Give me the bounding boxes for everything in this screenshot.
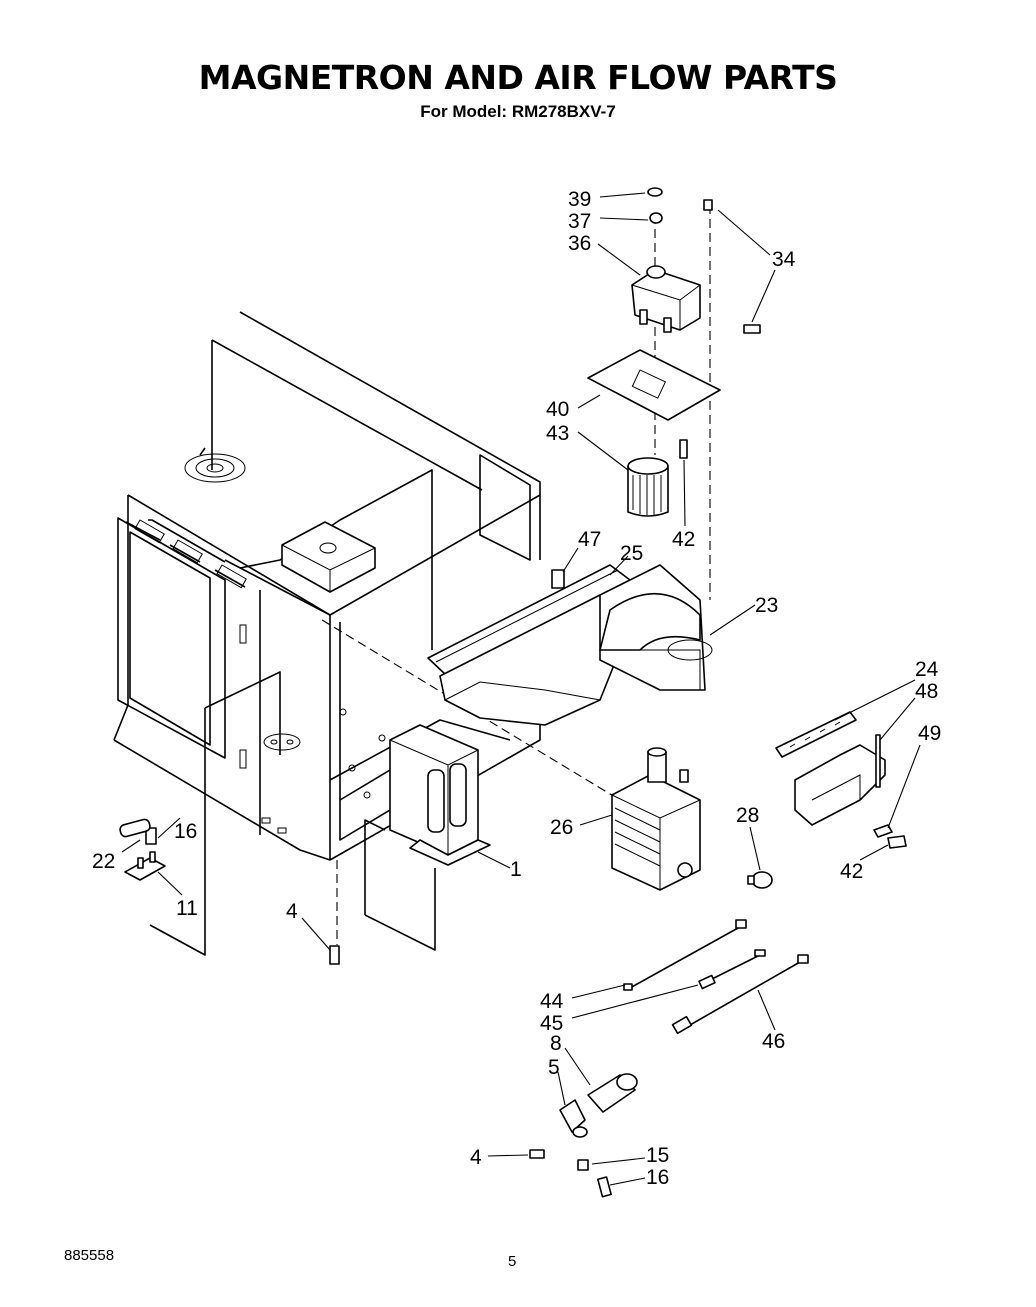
thermal-cutout: [747, 871, 773, 889]
callout-46: 46: [762, 1030, 785, 1053]
callout-11: 11: [176, 897, 198, 920]
callout-22: 22: [92, 850, 115, 873]
callout-49: 49: [918, 722, 941, 745]
callout-36: 36: [568, 232, 591, 255]
callout-4-bottom: 4: [470, 1146, 482, 1169]
callout-leaders: [121, 192, 921, 1186]
callout-45: 45: [540, 1012, 563, 1035]
clip-49: [873, 824, 893, 838]
callout-25: 25: [620, 542, 643, 565]
screw-4a: [329, 945, 340, 965]
callout-16-left: 16: [174, 820, 197, 843]
callout-39: 39: [568, 188, 591, 211]
waveguide-duct: [427, 564, 713, 726]
high-voltage-transformer: [389, 724, 491, 866]
air-guide-clip: [551, 569, 565, 589]
callout-48: 48: [915, 680, 938, 703]
fuse-holder-11: [124, 857, 166, 881]
callout-34: 34: [772, 248, 796, 271]
callout-42-top: 42: [672, 528, 695, 551]
screw-4b: [529, 1149, 545, 1159]
wire-leads: [623, 919, 809, 1035]
callout-47: 47: [578, 528, 601, 551]
fuse-holder-parts: [119, 818, 340, 965]
callout-labels: 39 37 36 34 40 43 42 47 25 23 24 48 49 2…: [92, 188, 941, 1189]
diode-15: [577, 1159, 589, 1171]
callout-44: 44: [540, 990, 564, 1013]
document-number: 885558: [64, 1247, 115, 1264]
callout-16-bottom: 16: [646, 1166, 669, 1189]
fuse-22: [119, 818, 151, 838]
screw-16a: [145, 827, 157, 845]
callout-43: 43: [546, 422, 569, 445]
bracket-5: [559, 1099, 586, 1133]
capacitor-group: [529, 1073, 638, 1198]
page-number: 5: [508, 1253, 517, 1270]
model-subtitle: For Model: RM278BXV-7: [420, 102, 616, 121]
screw-34a: [703, 199, 713, 211]
fan-motor-assembly: [587, 187, 761, 517]
screw-42b: [887, 835, 907, 849]
callout-37: 37: [568, 210, 591, 233]
screw-16b: [597, 1176, 612, 1198]
callout-1: 1: [510, 858, 522, 881]
washer: [649, 212, 663, 224]
screw-34b: [743, 324, 761, 334]
callout-40: 40: [546, 398, 569, 421]
callout-24: 24: [915, 658, 939, 681]
callout-23: 23: [755, 594, 778, 617]
callout-8: 8: [550, 1032, 562, 1055]
fan-blade: [627, 465, 669, 517]
right-bracket: [775, 711, 907, 849]
screw-42a: [679, 439, 688, 459]
callout-28: 28: [736, 804, 759, 827]
callout-42-right: 42: [840, 860, 863, 883]
page-title: MAGNETRON AND AIR FLOW PARTS: [198, 58, 838, 97]
callout-4-left: 4: [286, 900, 298, 923]
callout-5: 5: [548, 1056, 560, 1079]
retainer-clip: [647, 187, 663, 197]
callout-26: 26: [550, 816, 573, 839]
callout-15: 15: [646, 1144, 669, 1167]
magnetron: [611, 747, 701, 891]
